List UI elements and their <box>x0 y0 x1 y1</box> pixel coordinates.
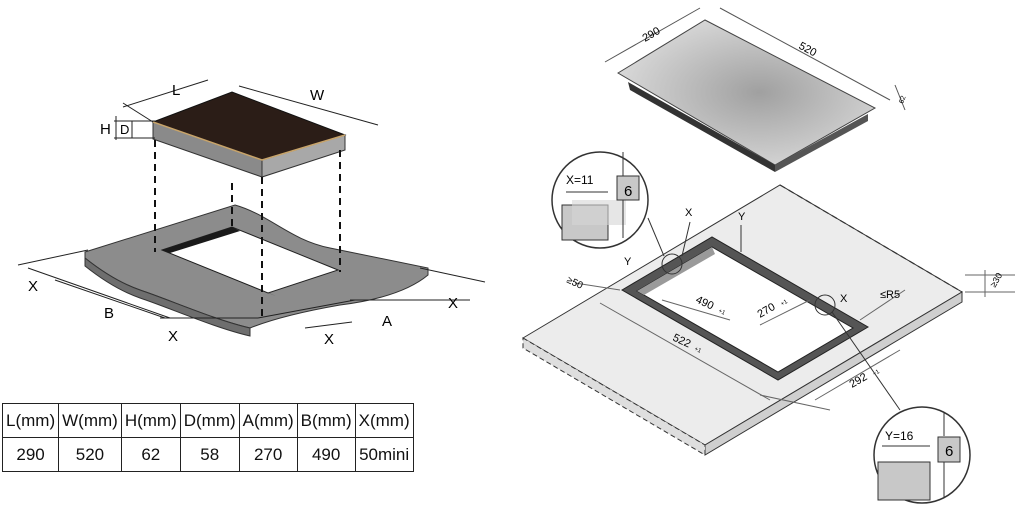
hob-height-label: 62 <box>898 95 907 105</box>
cutout-inner-depth-tol: +1 <box>780 299 789 308</box>
value-h: 62 <box>120 437 181 472</box>
detail-marker-y <box>814 294 836 316</box>
label-x-bottom-1: X <box>168 328 178 345</box>
header-d: D(mm) <box>179 403 240 438</box>
value-w: 520 <box>58 437 122 472</box>
min-edge-label: ≥50 <box>565 275 585 292</box>
header-h: H(mm) <box>120 403 181 438</box>
header-b: B(mm) <box>296 403 356 438</box>
detail-marker-x <box>661 253 683 275</box>
detail-y-bubble: Y=16 6 <box>873 406 971 504</box>
header-w: W(mm) <box>58 403 122 438</box>
value-x: 50mini <box>354 437 414 472</box>
cutout-outer-depth-tol: +1 <box>872 369 881 378</box>
cutout-opening-shadow <box>162 227 240 253</box>
cutout-label-x1: X <box>685 207 693 219</box>
radius-label: ≤R5 <box>880 289 900 301</box>
detail-y-label: Y=16 <box>885 429 914 443</box>
hob-glass-top <box>617 19 877 166</box>
cutout-inner-opening <box>636 246 854 373</box>
cutout-opening-shadow-side <box>162 250 276 296</box>
spec-table-value-row: 290 520 62 58 270 490 50mini <box>1 437 414 472</box>
cutout-label-y2: Y <box>624 256 632 268</box>
label-a: A <box>382 313 392 330</box>
hob-width-label: 520 <box>797 40 819 59</box>
header-l: L(mm) <box>1 403 60 438</box>
cutout-label-x2: X <box>840 293 848 305</box>
label-h: H <box>100 121 111 138</box>
value-l: 290 <box>1 437 60 472</box>
label-l: L <box>172 82 180 99</box>
hob-dim-lines <box>604 7 906 111</box>
label-x-left: X <box>28 278 38 295</box>
hob-base-body <box>628 82 775 172</box>
cutout-inner-wall <box>637 247 715 295</box>
left-diagram: L W H D X B X X A X <box>17 79 486 348</box>
detail-y-value: 6 <box>945 443 953 460</box>
spec-table-header-row: L(mm) W(mm) H(mm) D(mm) A(mm) B(mm) X(mm… <box>1 403 414 438</box>
cutout-dim-lines <box>574 270 1015 411</box>
label-d: D <box>120 122 129 137</box>
detail-x-label: X=11 <box>566 173 594 187</box>
cutout-outer-width-tol: +1 <box>693 346 702 355</box>
value-b: 490 <box>296 437 356 472</box>
header-x: X(mm) <box>354 403 414 438</box>
worktop-left-edge <box>522 337 706 456</box>
value-a: 270 <box>238 437 298 472</box>
hob-depth-label: 290 <box>641 25 663 45</box>
worktop-thickness-label: ≥30 <box>988 271 1004 289</box>
hob-top-rim <box>152 121 346 161</box>
right-diagram: 290 520 62 490 +1 270 +1 522 +1 <box>522 7 1015 504</box>
label-x-bottom-2: X <box>324 331 334 348</box>
value-d: 58 <box>179 437 240 472</box>
countertop-edge <box>84 256 251 337</box>
cutout-label-y1: Y <box>738 211 746 223</box>
spec-table: L(mm) W(mm) H(mm) D(mm) A(mm) B(mm) X(mm… <box>1 403 414 472</box>
header-a: A(mm) <box>238 403 298 438</box>
hob-base-right <box>775 114 868 172</box>
projection-lines <box>154 140 341 318</box>
cutout-outer-depth: 292 <box>848 371 870 391</box>
dimension-lines <box>17 79 486 329</box>
label-b: B <box>104 305 114 322</box>
label-w: W <box>310 87 325 104</box>
label-x-right: X <box>448 295 458 312</box>
detail-x-value: 6 <box>624 183 632 200</box>
cutout-inner-width-tol: +1 <box>717 308 726 317</box>
detail-x-bubble: X=11 6 <box>551 151 649 249</box>
